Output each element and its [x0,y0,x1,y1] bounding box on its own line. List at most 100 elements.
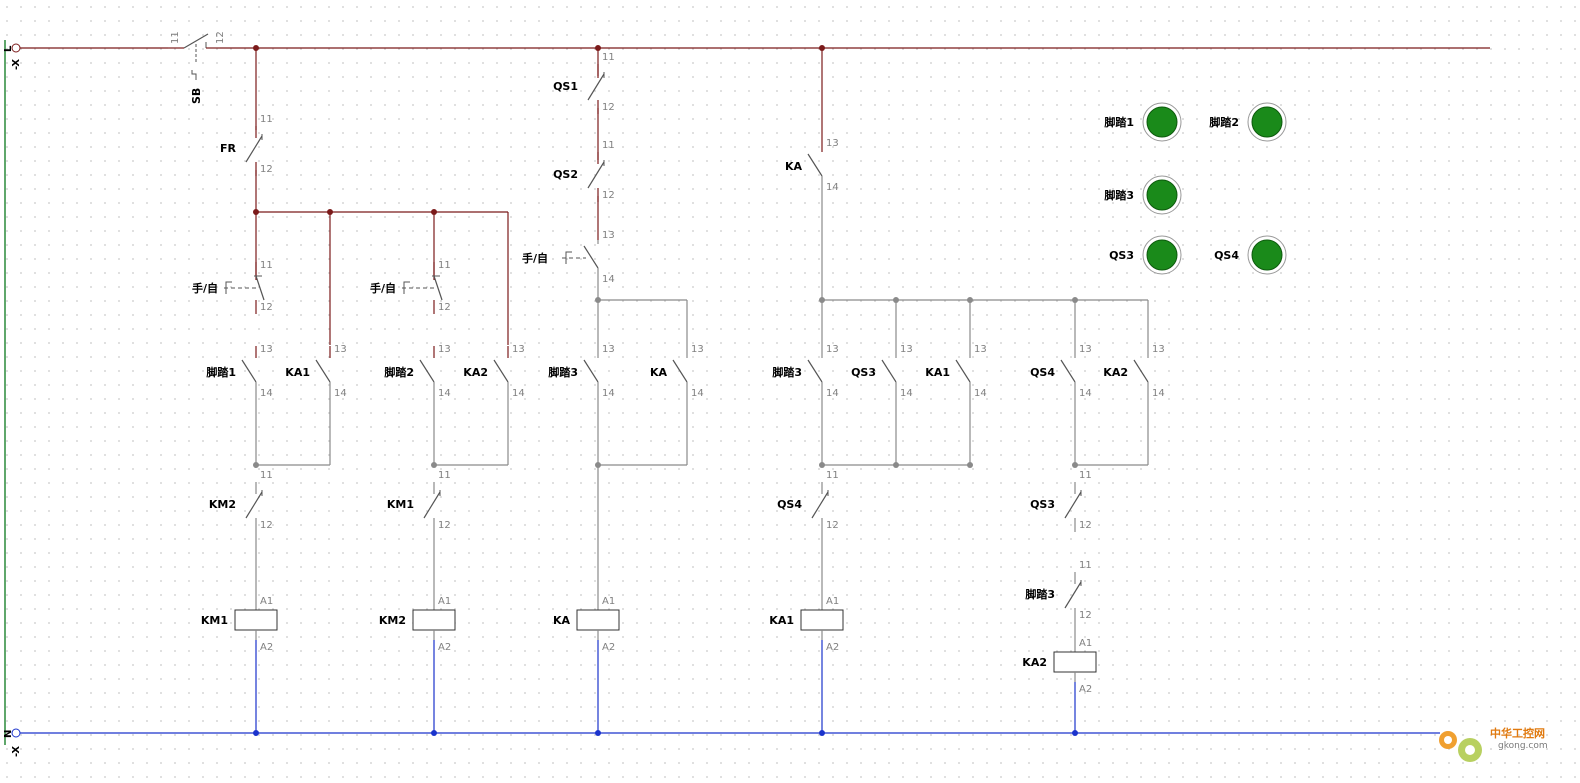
c5-footswitch-3-contact-pin-11: 11 [1079,560,1092,571]
column-1 [253,45,509,345]
c2-km1-interlock-pin-12: 12 [438,520,451,531]
indicator-lamp-1: 脚踏1 [1104,102,1182,142]
rail-bottom: -X N [3,728,1440,757]
manual-auto-switch-2-label: 手/自 [370,281,396,295]
c1-footswitch-1-contact-pin-14: 14 [260,388,273,399]
c3-footswitch-3-contact-label: 脚踏3 [548,365,578,379]
coil-km2-pin-a2: A2 [438,642,451,653]
indicator-lamp-5: QS4 [1214,235,1287,275]
coil-km1-pin-a2: A2 [260,642,273,653]
c1-ka1-contact-pin-14: 14 [334,388,347,399]
c4-qs3-contact-pin-14: 14 [900,388,913,399]
c1-km2-interlock-pin-12: 12 [260,520,273,531]
fr-contact-label: FR [220,142,237,155]
c5-footswitch-3-contact-label: 脚踏3 [1025,587,1055,601]
c4-qs4-contact-label: QS4 [777,498,802,511]
indicator-lamp-3: 脚踏3 [1104,175,1182,215]
manual-auto-switch-2[interactable]: 11 12 手/自 [370,260,451,314]
c4-footswitch-3-contact-label: 脚踏3 [772,365,802,379]
c5-ka2-contact-pin-13: 13 [1152,344,1165,355]
manual-auto-switch-1-pin-11: 11 [260,260,273,271]
coil-ka-pin-a1: A1 [602,596,615,607]
c5-qs3-contact-label: QS3 [1030,498,1055,511]
qs1-contact-label: QS1 [553,80,578,93]
manual-auto-switch-1[interactable]: 11 12 手/自 [192,260,273,314]
ka-main-contact-pin-13: 13 [826,138,839,149]
qs2-contact-pin-12: 12 [602,190,615,201]
c5-ka2-contact-pin-14: 14 [1152,388,1165,399]
indicator-lamp-5-label: QS4 [1214,249,1239,262]
manual-auto-switch-1-pin-12: 12 [260,302,273,313]
c1-footswitch-1-contact-label: 脚踏1 [206,365,236,379]
c2-footswitch-2-contact-pin-13: 13 [438,344,451,355]
c1-km2-interlock-label: KM2 [209,498,236,511]
c4-qs4-contact[interactable]: 11 12 QS4 [777,470,839,532]
c4-footswitch-3-contact-pin-14: 14 [826,388,839,399]
c5-qs4-contact-label: QS4 [1030,366,1055,379]
c1-footswitch-1-contact-pin-13: 13 [260,344,273,355]
sb-stop-button[interactable]: 11 12 SB [168,31,226,104]
indicator-lamp-4-label: QS3 [1109,249,1134,262]
c4-qs3-contact-pin-13: 13 [900,344,913,355]
qs2-contact-pin-11: 11 [602,140,615,151]
c4-ka1-contact-pin-14: 14 [974,388,987,399]
components-layer: 1112FR1112手/自1314脚踏11314KA11112KM2A1A2KM… [192,52,1287,736]
c4-ka1-contact-label: KA1 [925,366,950,379]
c5-ka2-contact-label: KA2 [1103,366,1128,379]
rail-bottom-label: -X [11,746,22,757]
c3-ka-contact-pin-13: 13 [691,344,704,355]
c4-qs4-contact-pin-11: 11 [826,470,839,481]
indicator-lamp-2-label: 脚踏2 [1209,115,1239,129]
c4-footswitch-3-contact-pin-13: 13 [826,344,839,355]
c3-footswitch-3-contact-pin-13: 13 [602,344,615,355]
coil-ka-pin-a2: A2 [602,642,615,653]
c4-qs4-contact-pin-12: 12 [826,520,839,531]
coil-ka1-pin-a1: A1 [826,596,839,607]
c5-ka2-contact[interactable]: 13 14 KA2 [1103,344,1164,399]
coil-ka2-label: KA2 [1022,656,1047,669]
coil-km1-label: KM1 [201,614,228,627]
rail-top-label: -X [11,59,22,70]
coil-ka2-pin-a2: A2 [1079,684,1092,695]
manual-auto-switch-2-pin-12: 12 [438,302,451,313]
coil-ka1-pin-a2: A2 [826,642,839,653]
ka-main-contact-label: KA [785,160,803,173]
coil-km1-pin-a1: A1 [260,596,273,607]
c5-qs4-contact-pin-14: 14 [1079,388,1092,399]
c1-km2-interlock[interactable]: 11 12 KM2 [209,470,273,532]
coil-km2-label: KM2 [379,614,406,627]
c1-km2-interlock-pin-11: 11 [260,470,273,481]
c2-ka2-contact-pin-14: 14 [512,388,525,399]
manual-auto-3-label: 手/自 [522,251,548,265]
c2-km1-interlock-label: KM1 [387,498,414,511]
c5-qs3-contact-pin-12: 12 [1079,520,1092,531]
rail-top-pin: L [3,45,14,52]
manual-auto-switch-2-pin-11: 11 [438,260,451,271]
manual-auto-switch-1-label: 手/自 [192,281,218,295]
c1-footswitch-1-contact[interactable]: 13 14 脚踏1 [206,344,272,399]
manual-auto-3-pin-13: 13 [602,230,615,241]
c4-footswitch-3-contact[interactable]: 13 14 脚踏3 [772,344,838,399]
